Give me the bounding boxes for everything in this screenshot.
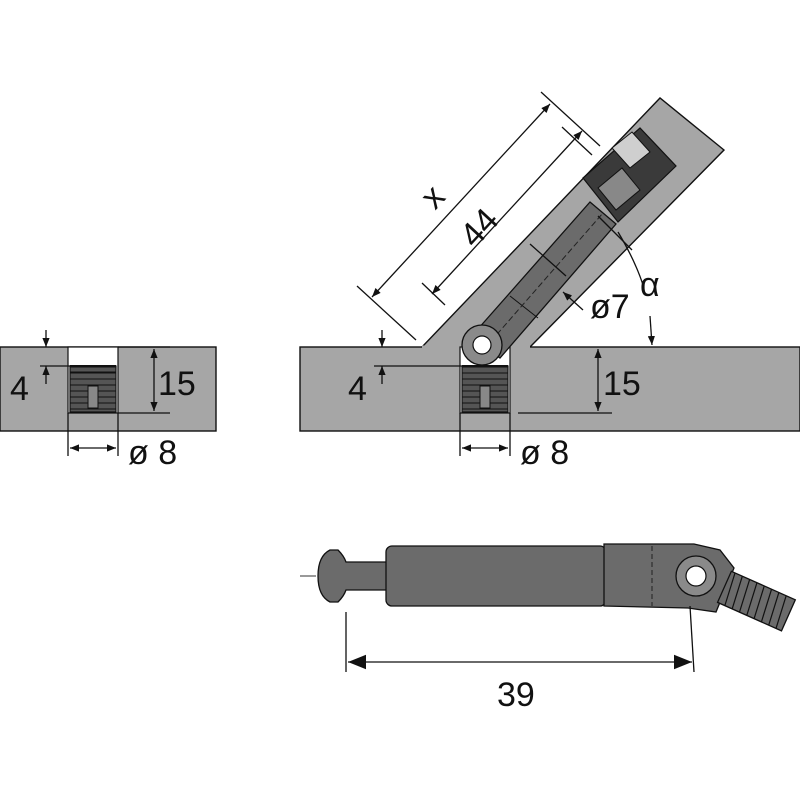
middle-diameter-label: ø 8 (520, 434, 569, 472)
length-44-label: 44 (453, 201, 507, 255)
left-detail: 4 15 ø 8 (0, 330, 217, 472)
middle-thickness-label: 15 (603, 365, 641, 403)
middle-detail: x 44 ø7 α 4 15 ø 8 (299, 91, 800, 472)
connector-body (385, 545, 607, 607)
angle-label: α (640, 266, 660, 304)
bottom-length-label: 39 (497, 676, 535, 714)
left-diameter-label: ø 8 (128, 434, 177, 472)
connector-tip (317, 549, 389, 603)
shaft-diameter-label: ø7 (590, 288, 630, 326)
bottom-detail: 39 (300, 543, 797, 714)
middle-panel (299, 346, 800, 432)
x-label: x (413, 178, 452, 216)
middle-depth-label: 4 (348, 370, 367, 408)
threaded-end (716, 570, 797, 632)
left-depth-label: 4 (10, 370, 29, 408)
left-thickness-label: 15 (158, 365, 196, 403)
